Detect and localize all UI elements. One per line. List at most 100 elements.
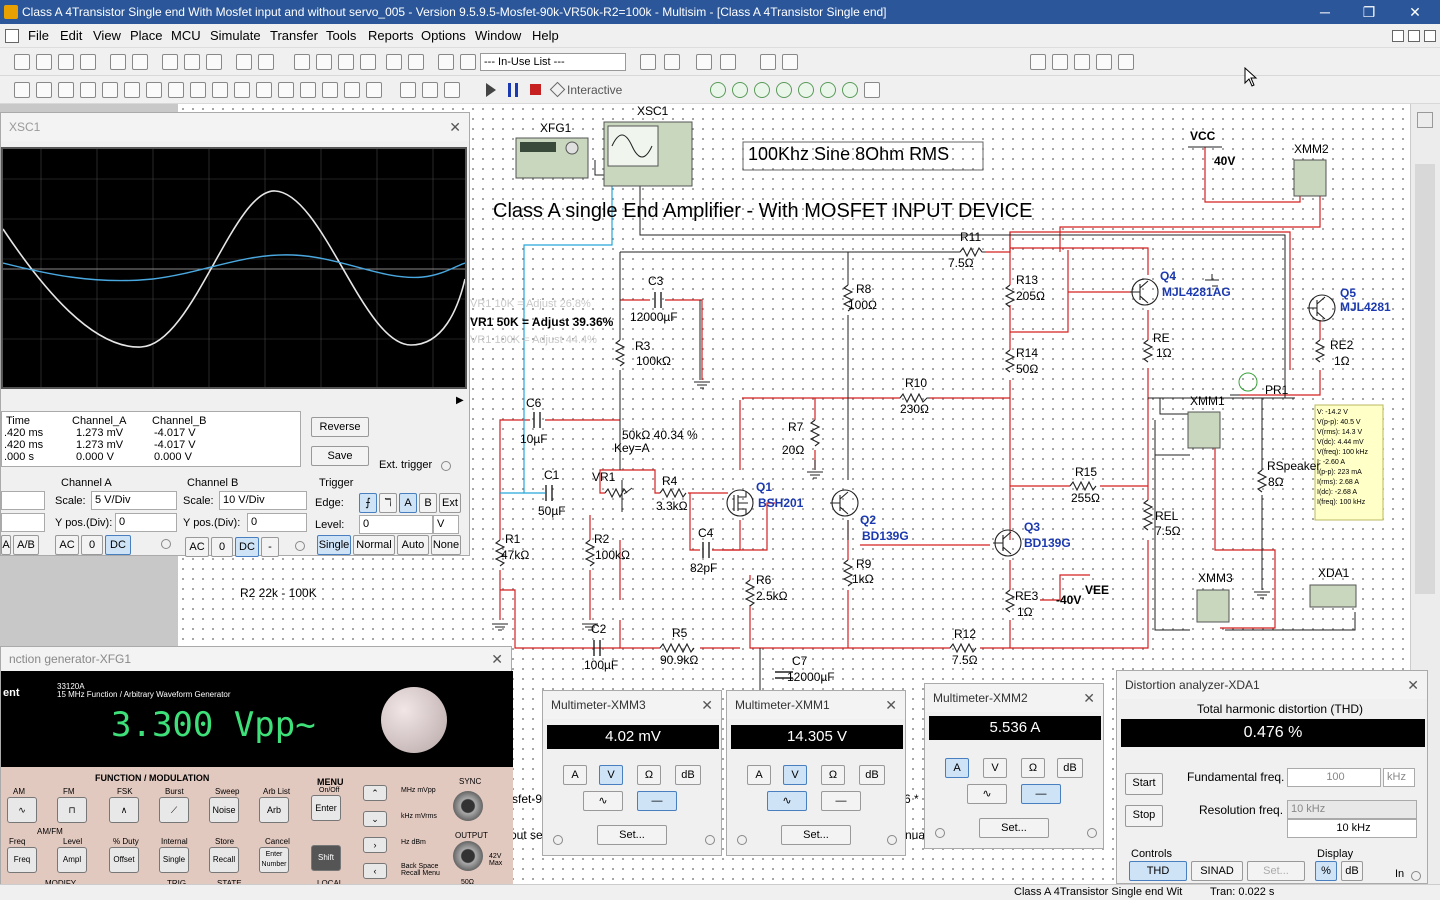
doc-restore-button[interactable] — [1408, 30, 1420, 42]
toggle-design-toolbox-icon[interactable] — [294, 54, 310, 70]
probe-settings-icon[interactable] — [864, 82, 880, 98]
chb-zero-button[interactable]: 0 — [211, 537, 233, 557]
menu-window[interactable]: Window — [475, 28, 522, 43]
grapher-icon[interactable] — [360, 54, 376, 70]
xmm2-db-button[interactable]: dB — [1057, 758, 1083, 778]
xmm3-ohm-button[interactable]: Ω — [637, 765, 661, 785]
zoom-out-icon[interactable] — [1052, 54, 1068, 70]
probe-voltage-icon[interactable] — [710, 82, 726, 98]
xmm2-ac-button[interactable]: ∿ — [967, 784, 1007, 804]
xmm1-plus-terminal[interactable] — [737, 835, 747, 845]
new-file-icon[interactable] — [14, 54, 30, 70]
menu-options[interactable]: Options — [421, 28, 466, 43]
mixed-icon[interactable] — [190, 82, 206, 98]
mode-none-button[interactable]: None — [431, 535, 461, 555]
power-icon[interactable] — [234, 82, 250, 98]
xmm2-amp-button[interactable]: A — [945, 758, 969, 778]
menu-place[interactable]: Place — [130, 28, 163, 43]
up-arrow-button[interactable]: ⌃ — [363, 785, 387, 801]
diode-icon[interactable] — [58, 82, 74, 98]
probe-current-icon[interactable] — [732, 82, 748, 98]
xmm1-close-button[interactable]: ✕ — [885, 697, 897, 713]
rising-edge-button[interactable]: ⨍ — [359, 493, 377, 513]
sine-wave-button[interactable]: ∿ — [7, 797, 37, 823]
back-annotate-icon[interactable] — [696, 54, 712, 70]
xmm1-db-button[interactable]: dB — [859, 765, 885, 785]
xmm1-set-button[interactable]: Set... — [781, 825, 851, 845]
cha-ypos-input[interactable]: 0 — [115, 513, 177, 532]
cha-zero-button[interactable]: 0 — [81, 535, 103, 555]
open-sample-icon[interactable] — [58, 54, 74, 70]
freq-button[interactable]: Freq — [7, 847, 37, 873]
triangle-wave-button[interactable]: ∧ — [109, 797, 139, 823]
menu-transfer[interactable]: Transfer — [270, 28, 318, 43]
enter-number-button[interactable]: Enter Number — [259, 847, 289, 873]
offset-button[interactable]: Offset — [109, 847, 139, 873]
save-button[interactable]: Save — [311, 446, 369, 466]
source-icon[interactable] — [14, 82, 30, 98]
output-connector[interactable] — [453, 841, 483, 871]
scroll-up-button[interactable] — [1417, 112, 1433, 128]
fund-freq-unit[interactable]: kHz — [1383, 768, 1415, 787]
xmm3-volt-button[interactable]: V — [599, 765, 623, 785]
mode-single-button[interactable]: Single — [317, 535, 351, 555]
postprocessor-icon[interactable] — [386, 54, 402, 70]
probe-ref-icon[interactable] — [798, 82, 814, 98]
in-use-list-select[interactable]: --- In-Use List --- — [480, 53, 626, 71]
menu-tools[interactable]: Tools — [326, 28, 357, 43]
xmm2-minus-terminal[interactable] — [1087, 828, 1097, 838]
menu-simulate[interactable]: Simulate — [210, 28, 261, 43]
copy-icon[interactable] — [184, 54, 200, 70]
recall-button[interactable]: Recall — [209, 847, 239, 873]
xmm1-ohm-button[interactable]: Ω — [821, 765, 845, 785]
xmm1-minus-terminal[interactable] — [887, 835, 897, 845]
component-wizard-icon[interactable] — [408, 54, 424, 70]
minimize-button[interactable]: ─ — [1320, 4, 1330, 20]
probe-bus-icon[interactable] — [842, 82, 858, 98]
xda-start-button[interactable]: Start — [1125, 773, 1163, 795]
cut-icon[interactable] — [162, 54, 178, 70]
close-window-button[interactable]: ✕ — [1409, 4, 1421, 20]
print-icon[interactable] — [110, 54, 126, 70]
ab-button[interactable]: A/B — [13, 535, 39, 555]
fgen-close-button[interactable]: ✕ — [491, 651, 503, 667]
xmm3-db-button[interactable]: dB — [675, 765, 701, 785]
xmm3-amp-button[interactable]: A — [563, 765, 587, 785]
interactive-label[interactable]: Interactive — [567, 83, 623, 97]
menu-edit[interactable]: Edit — [60, 28, 83, 43]
electromechanical-icon[interactable] — [322, 82, 338, 98]
menu-reports[interactable]: Reports — [368, 28, 414, 43]
pause-icon[interactable] — [508, 83, 518, 97]
timebase-xpos-input[interactable] — [1, 513, 45, 532]
fgen-knob[interactable] — [381, 687, 447, 753]
wire-icon[interactable] — [444, 82, 460, 98]
find-icon[interactable] — [640, 54, 656, 70]
fund-freq-input[interactable]: 100 — [1287, 768, 1381, 787]
xmm3-close-button[interactable]: ✕ — [701, 697, 713, 713]
zoom-search-icon[interactable] — [760, 54, 776, 70]
open-folder-icon[interactable] — [36, 54, 52, 70]
probe-diff-icon[interactable] — [776, 82, 792, 98]
xda-set-button[interactable]: Set... — [1247, 861, 1305, 881]
xmm2-plus-terminal[interactable] — [935, 828, 945, 838]
chb-dc-button[interactable]: DC — [235, 537, 259, 557]
single-trigger-button[interactable]: Single — [159, 847, 189, 873]
analog-icon[interactable] — [102, 82, 118, 98]
erc-icon[interactable] — [460, 54, 476, 70]
annotate-icon[interactable] — [664, 54, 680, 70]
xmm3-dc-button[interactable]: — — [637, 791, 677, 811]
menu-help[interactable]: Help — [532, 28, 559, 43]
xmm2-close-button[interactable]: ✕ — [1083, 690, 1095, 706]
timebase-scale-input[interactable] — [1, 491, 45, 510]
cha-dc-button[interactable]: DC — [105, 535, 131, 555]
paste-icon[interactable] — [206, 54, 222, 70]
right-arrow-button[interactable]: › — [363, 837, 387, 853]
rf-icon[interactable] — [300, 82, 316, 98]
trigger-ext-button[interactable]: Ext — [439, 493, 461, 513]
ampl-button[interactable]: Ampl — [57, 847, 87, 873]
scrollbar-thumb[interactable] — [1415, 164, 1435, 594]
cha-ac-button[interactable]: AC — [55, 535, 79, 555]
xda-in-terminal[interactable] — [1411, 871, 1421, 881]
timebase-a-button[interactable]: A — [1, 535, 11, 555]
advanced-peripherals-icon[interactable] — [278, 82, 294, 98]
